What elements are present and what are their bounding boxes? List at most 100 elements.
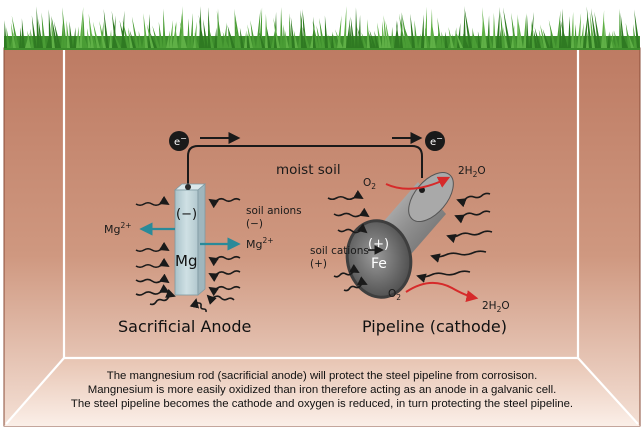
grass-blade bbox=[542, 29, 550, 48]
grass-blade bbox=[343, 6, 347, 49]
grass-blade bbox=[477, 31, 481, 48]
grass-blade bbox=[69, 21, 73, 48]
cathode-title: Pipeline (cathode) bbox=[362, 317, 507, 336]
grass-blade bbox=[472, 27, 475, 48]
grass-blade bbox=[190, 12, 193, 49]
squiggle-arrows bbox=[135, 189, 493, 313]
grass-blade bbox=[621, 30, 628, 48]
grass-blade bbox=[437, 17, 442, 48]
grass-blade bbox=[454, 27, 457, 48]
grass-blade bbox=[239, 27, 244, 48]
grass-blade bbox=[534, 27, 541, 48]
grass-blade bbox=[594, 11, 601, 49]
connecting-wire bbox=[187, 145, 423, 186]
grass-blade bbox=[146, 23, 154, 48]
grass-blade bbox=[88, 13, 94, 48]
grass-blade bbox=[472, 30, 478, 48]
grass-blade bbox=[604, 20, 607, 48]
grass-blade bbox=[418, 33, 421, 48]
grass-blade bbox=[216, 10, 223, 48]
grass-blade bbox=[586, 31, 589, 48]
grass-blade bbox=[319, 18, 325, 48]
grass-blade bbox=[300, 9, 304, 49]
cathode-element: Fe bbox=[371, 256, 387, 272]
mg-ion-right-label: Mg2+ bbox=[246, 236, 274, 251]
grass-blade bbox=[247, 33, 250, 48]
grass-blade bbox=[349, 25, 352, 48]
grass-blade bbox=[256, 9, 261, 49]
grass-blade bbox=[79, 6, 84, 49]
grass-blade bbox=[382, 21, 385, 48]
grass-blade bbox=[357, 27, 364, 48]
soil-cations-sign: (+) bbox=[310, 258, 327, 270]
grass-blade bbox=[414, 20, 418, 48]
squiggle-arrow bbox=[135, 195, 170, 207]
grass-blade bbox=[628, 33, 634, 48]
grass-blade bbox=[316, 25, 322, 48]
grass-blade bbox=[540, 24, 547, 48]
grass-blade bbox=[203, 19, 208, 48]
squiggle-arrow bbox=[135, 241, 170, 253]
grass-blade bbox=[92, 21, 100, 48]
caption-line-3: The steel pipeline becomes the cathode a… bbox=[71, 398, 573, 410]
grass-blade bbox=[503, 7, 511, 48]
soil-floor bbox=[4, 358, 640, 426]
svg-text:e−: e− bbox=[430, 134, 443, 148]
grass-blade bbox=[142, 33, 145, 48]
mg-ion-left-label: Mg2+ bbox=[104, 221, 132, 236]
oxygen-bottom-label: O2 bbox=[388, 288, 401, 302]
grass-blade bbox=[86, 27, 91, 48]
grass-blade bbox=[227, 24, 235, 48]
grass-blade bbox=[610, 33, 616, 48]
grass-blade bbox=[119, 20, 127, 48]
grass-blade bbox=[21, 18, 25, 48]
grass-blade bbox=[92, 33, 97, 48]
grass-blade bbox=[38, 18, 43, 48]
grass-blade bbox=[482, 7, 487, 48]
grass-blade bbox=[377, 22, 382, 48]
grass-blade bbox=[138, 30, 142, 48]
anode-element: Mg bbox=[175, 252, 197, 270]
oxygen-bottom-arrow bbox=[405, 281, 479, 302]
oxygen-top-arrow bbox=[385, 176, 451, 190]
grass-blade bbox=[441, 31, 445, 48]
grass-blade bbox=[436, 29, 439, 48]
grass-blade bbox=[41, 12, 46, 48]
grass-blade bbox=[523, 12, 527, 49]
grass-blade bbox=[187, 18, 190, 48]
grass-blade bbox=[619, 8, 622, 48]
grass-blade bbox=[73, 27, 76, 48]
grass-blade bbox=[503, 27, 508, 48]
grass-blade bbox=[179, 21, 187, 48]
squiggle-arrow bbox=[208, 285, 241, 297]
grass-blade bbox=[207, 23, 214, 48]
grass-blade bbox=[11, 15, 19, 48]
grass-blade bbox=[122, 20, 130, 48]
grass-blade bbox=[511, 12, 517, 48]
grass-blade bbox=[493, 12, 496, 48]
grass-blade bbox=[51, 15, 58, 48]
grass-blade bbox=[499, 29, 502, 48]
grass-blade bbox=[48, 9, 52, 49]
grass-blade bbox=[425, 27, 430, 48]
grass-blade bbox=[30, 28, 34, 48]
grass-blade bbox=[259, 31, 265, 48]
grass-blade bbox=[374, 30, 379, 48]
electron-right: e− bbox=[425, 131, 445, 151]
squiggle-arrow bbox=[327, 189, 364, 201]
squiggle-arrow bbox=[149, 288, 176, 306]
squiggle-arrow bbox=[189, 298, 207, 313]
grass-blade bbox=[430, 8, 433, 48]
grass-blade bbox=[103, 8, 109, 49]
grass-blade bbox=[66, 20, 70, 48]
grass-blade bbox=[560, 20, 568, 48]
grass-blade bbox=[533, 29, 538, 48]
grass-blade bbox=[445, 31, 448, 48]
electron-left: e− bbox=[169, 131, 189, 151]
grass-blade bbox=[586, 6, 592, 49]
grass bbox=[4, 6, 640, 50]
squiggle-arrow bbox=[343, 276, 368, 292]
grass-blade bbox=[634, 9, 640, 49]
grass-blade bbox=[529, 11, 534, 49]
